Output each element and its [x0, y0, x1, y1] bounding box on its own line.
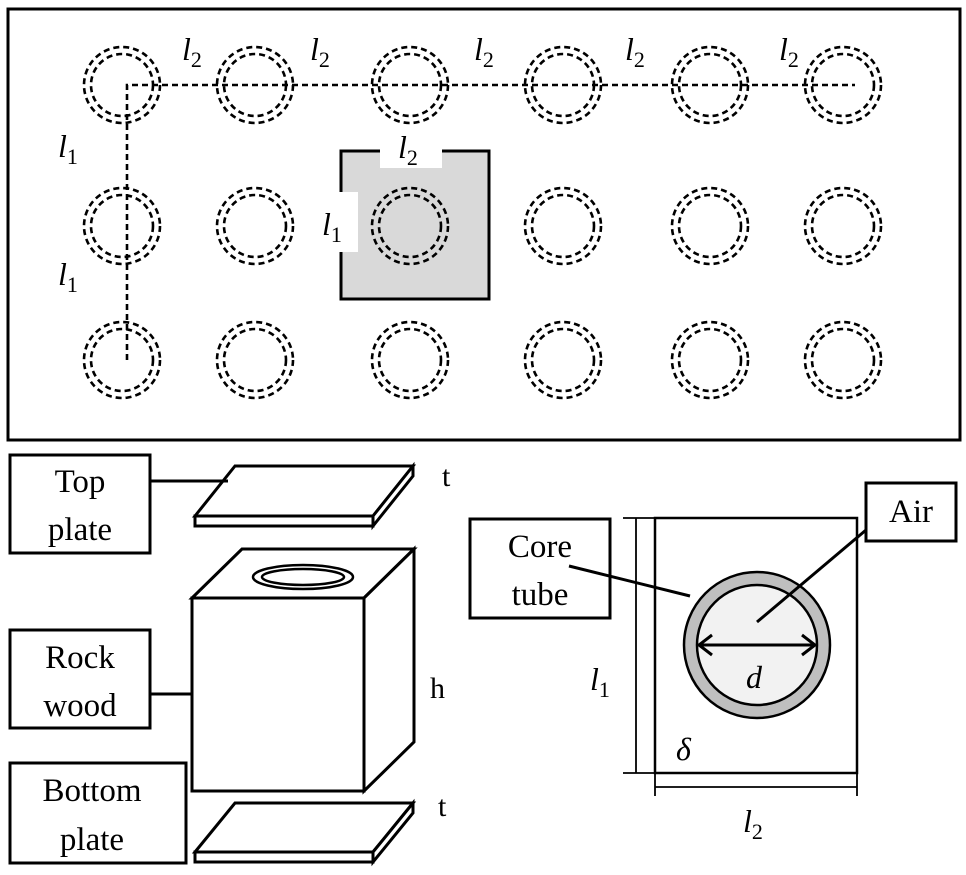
tube-circle-outer	[370, 186, 450, 266]
height-label: h	[430, 672, 445, 705]
tube-circle-outer	[803, 320, 883, 400]
tube-circle-inner	[677, 52, 743, 118]
air-label: Air	[889, 494, 933, 530]
tube-circle-outer	[82, 45, 162, 125]
cell-l2-label: l2	[398, 129, 418, 170]
l1-label-1: l1	[58, 128, 78, 169]
label-mask-left	[318, 192, 358, 252]
top-thickness-label: t	[442, 460, 451, 493]
l2-label-1: l2	[182, 31, 202, 72]
l2-label-4: l2	[625, 31, 645, 72]
l1-label-2: l1	[58, 256, 78, 297]
top-plate-shape	[191, 461, 417, 531]
tube-circle	[803, 320, 883, 400]
tube-circle-inner	[530, 193, 596, 259]
section-l2-label: l2	[743, 803, 763, 844]
tube-circle	[803, 186, 883, 266]
l2-label-5: l2	[779, 31, 799, 72]
bottom-plate-label-box	[8, 761, 188, 865]
bottom-plate-shape	[191, 798, 417, 867]
l2-label-3: l2	[474, 31, 494, 72]
tube-circle-outer	[370, 320, 450, 400]
tube-circle-outer	[803, 186, 883, 266]
tube-circle	[82, 320, 162, 400]
tube-circle-outer	[215, 320, 295, 400]
top-plate-label-line1: Top	[55, 464, 106, 500]
rock-wood-label-box	[8, 628, 152, 730]
tube-circle	[803, 45, 883, 125]
tube-circle	[215, 320, 295, 400]
air-leader	[756, 528, 867, 624]
air-label-box	[864, 481, 958, 543]
bottom-plate-label-line1: Bottom	[42, 773, 141, 809]
top-plate-label-line2: plate	[48, 512, 112, 548]
tube-circle-inner	[810, 327, 876, 393]
tube-circle-inner	[377, 327, 443, 393]
tube-circle	[215, 186, 295, 266]
tube-circle-inner	[677, 193, 743, 259]
tube-circle-inner	[222, 327, 288, 393]
tube-circle-outer	[670, 320, 750, 400]
tube-circle-inner	[377, 193, 443, 259]
core-tube-label-line1: Core	[508, 529, 572, 565]
tube-circle-inner	[530, 327, 596, 393]
core-tube-label-box	[468, 517, 612, 620]
highlight-unit-cell	[339, 149, 491, 301]
tube-circle-outer	[523, 320, 603, 400]
tube-circle	[370, 186, 450, 266]
diameter-arrow-right	[801, 633, 818, 657]
rock-wood-label-line2: wood	[43, 688, 117, 724]
tube-circle-outer	[523, 45, 603, 125]
tube-circle	[523, 320, 603, 400]
rock-wood-label-line1: Rock	[45, 640, 115, 676]
diameter-label: d	[746, 659, 763, 695]
tube-circle-inner	[677, 327, 743, 393]
top-plate-label-box	[8, 453, 152, 555]
core-tube-leader	[568, 564, 691, 598]
bottom-plate-label-line2: plate	[60, 822, 124, 858]
tube-circle	[670, 186, 750, 266]
tube-circle	[370, 320, 450, 400]
core-tube-label-line2: tube	[512, 577, 569, 613]
l2-label-2: l2	[310, 31, 330, 72]
spacing-path	[125, 83, 855, 360]
tube-circle-outer	[670, 186, 750, 266]
tube-circle	[523, 186, 603, 266]
tube-circle-inner	[810, 193, 876, 259]
tube-circle-outer	[215, 186, 295, 266]
tube-circle	[670, 320, 750, 400]
bottom-thickness-label: t	[438, 790, 447, 823]
tube-circle-outer	[82, 186, 162, 266]
tube-circle-outer	[82, 320, 162, 400]
section-l1-label: l1	[590, 661, 610, 702]
diameter-arrow-left	[696, 633, 713, 657]
tube-circle-inner	[810, 52, 876, 118]
cell-l1-label: l1	[322, 206, 342, 247]
label-mask-top	[380, 136, 442, 168]
tube-circle	[82, 186, 162, 266]
tube-circle-outer	[803, 45, 883, 125]
rock-wood-block	[188, 545, 418, 795]
wall-thickness-label: δ	[676, 731, 692, 767]
tube-circle-inner	[89, 327, 155, 393]
tube-circle-inner	[89, 193, 155, 259]
tube-circle-inner	[222, 193, 288, 259]
tube-circle-inner	[377, 52, 443, 118]
tube-circle-outer	[523, 186, 603, 266]
